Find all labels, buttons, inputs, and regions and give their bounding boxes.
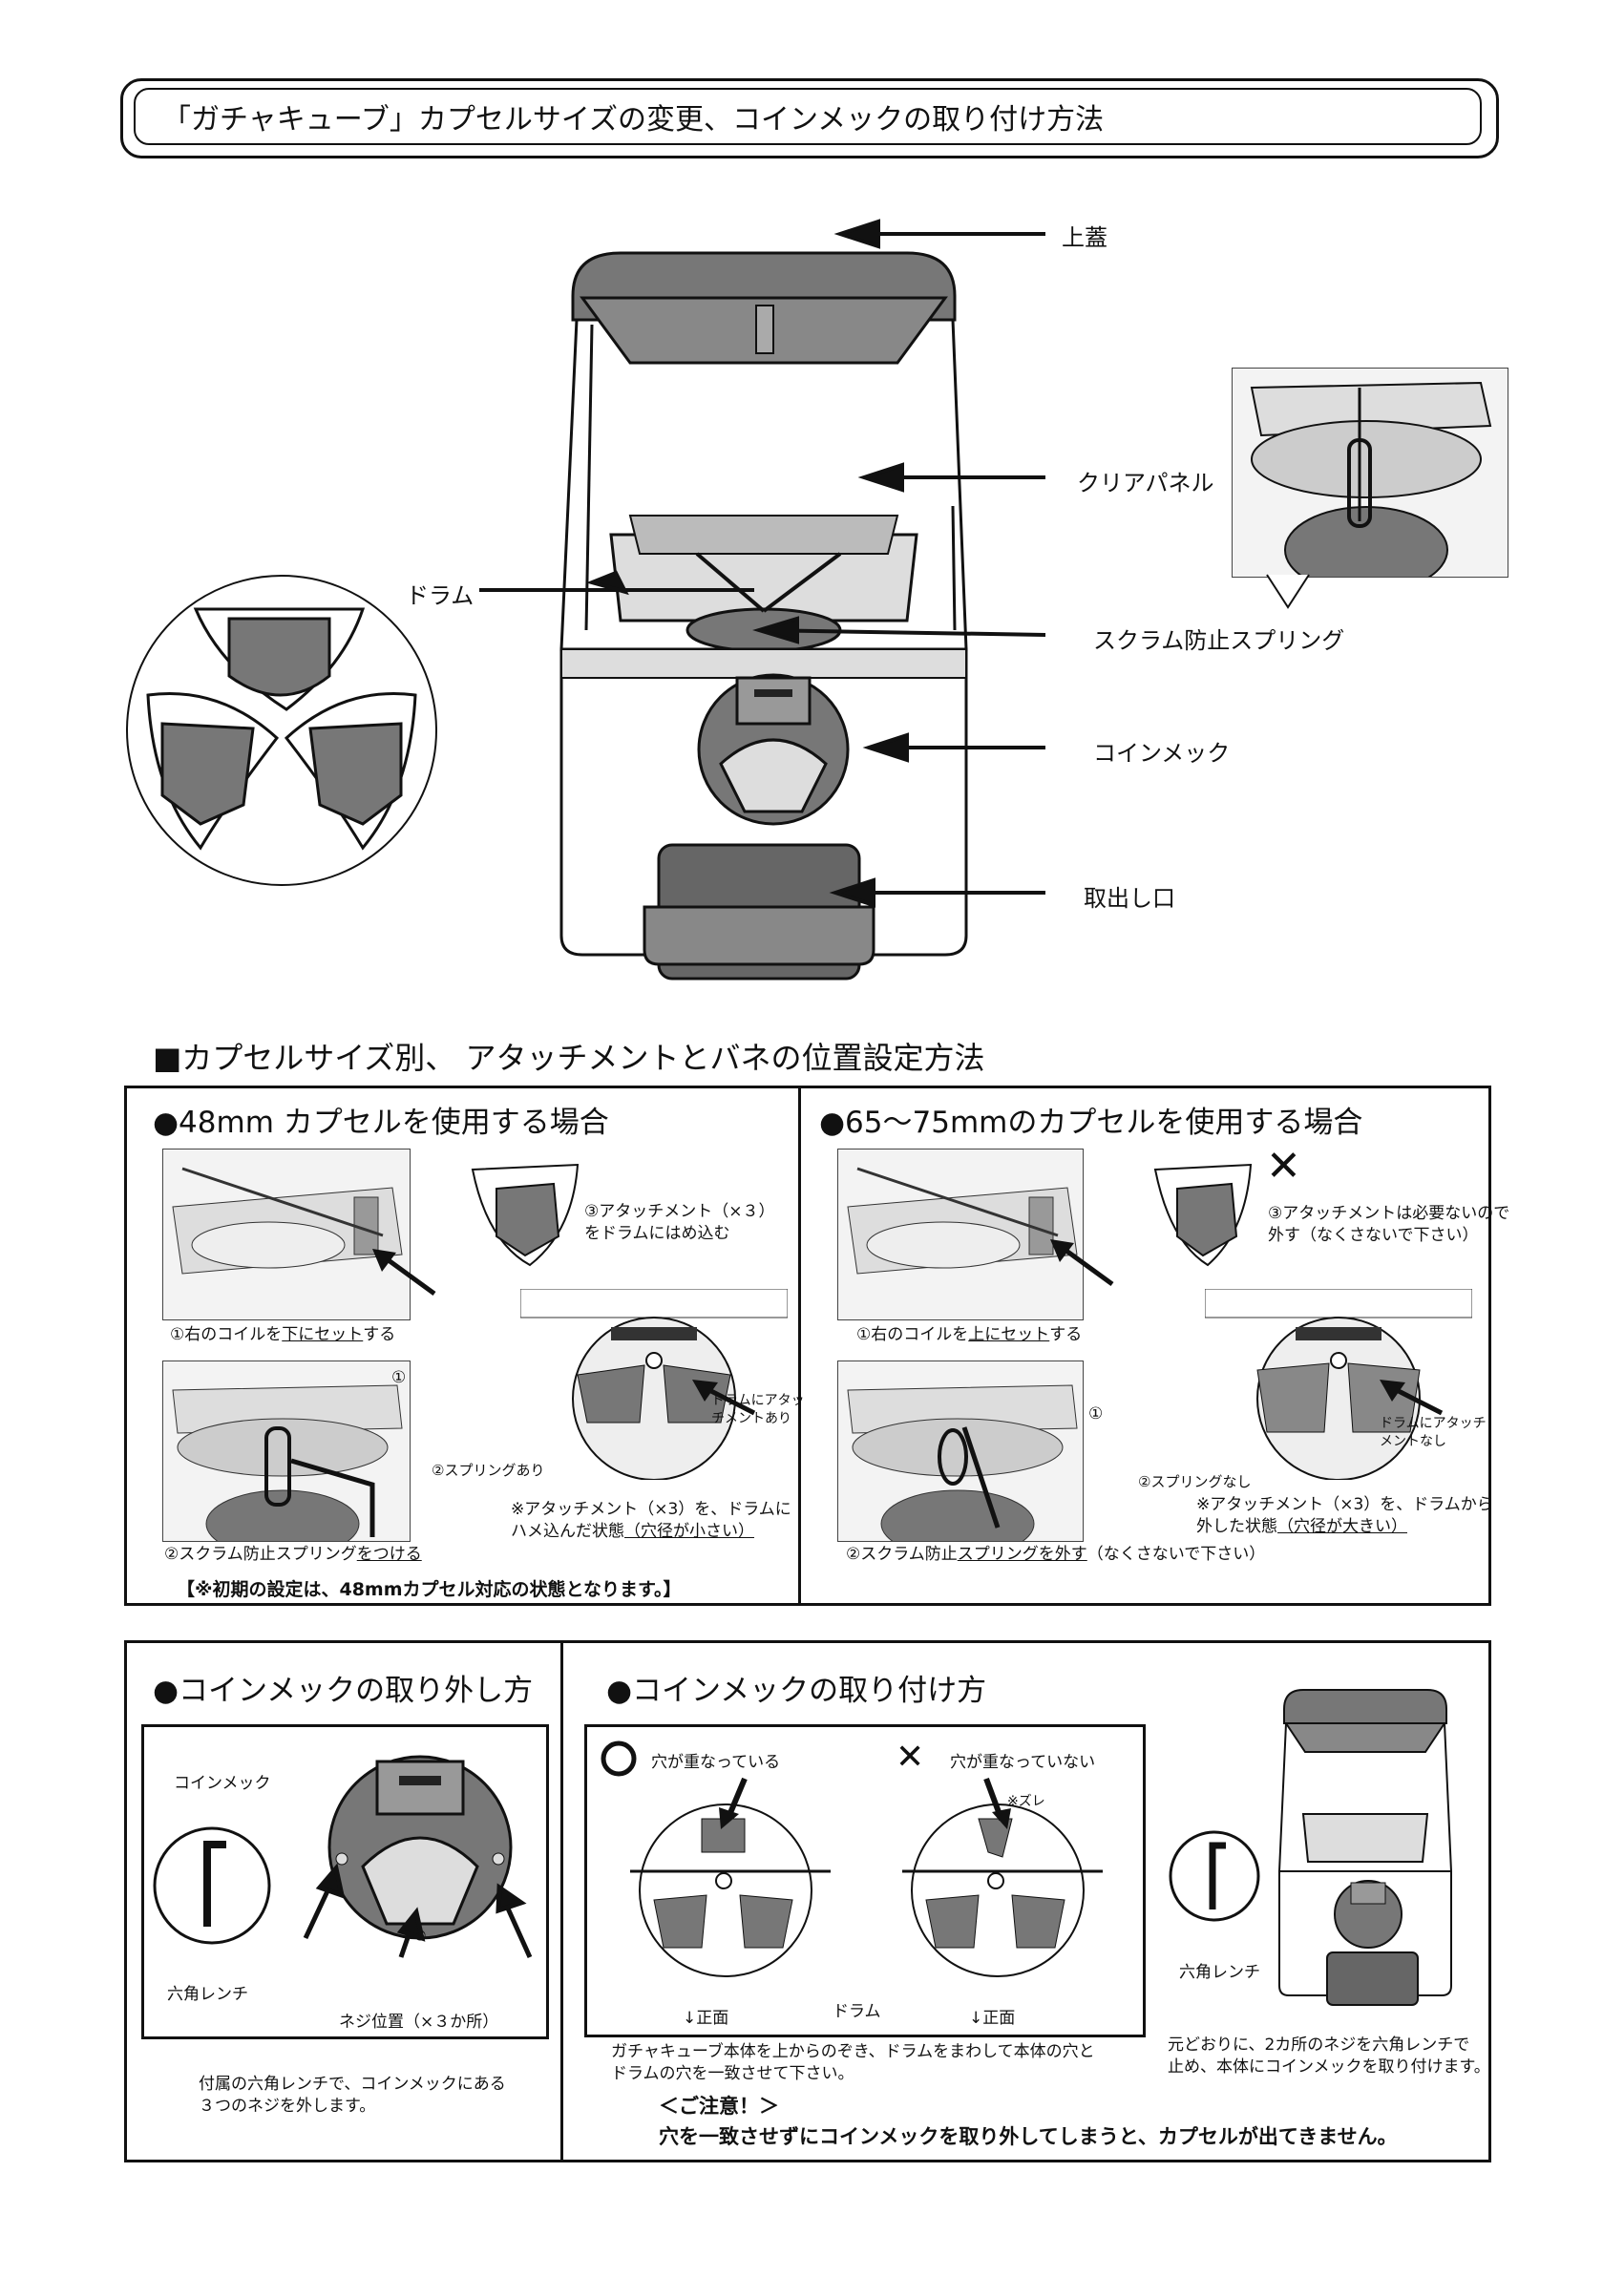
spring-photo-48 <box>162 1360 411 1558</box>
step1-48: ①右のコイルを下にセットする <box>170 1325 396 1344</box>
spring-photo-inset <box>1232 368 1508 594</box>
attach-label-wrench: 六角レンチ <box>1179 1963 1260 1982</box>
zure-label: ※ズレ <box>1007 1794 1045 1809</box>
step2-65: ②スクラム防止スプリングを外す（なくさないで下さい） <box>846 1545 1266 1564</box>
spring-note-48: ②スプリングあり <box>432 1462 545 1479</box>
marker-1-48: ① <box>391 1368 407 1387</box>
label-outlet: 取出し口 <box>1084 885 1175 912</box>
machine-illustration <box>559 251 968 981</box>
screw-arrows <box>303 1863 533 1959</box>
attach-right-description: 元どおりに、2カ所のネジを六角レンチで止め、本体にコインメックを取り付けます。 <box>1168 2035 1490 2077</box>
hex-wrench-icon <box>153 1826 271 1945</box>
front-right-label: ↓正面 <box>969 2009 1016 2028</box>
label-clear-panel: クリアパネル <box>1077 470 1214 496</box>
marker-1-65: ① <box>1088 1404 1104 1424</box>
label-lid: 上蓋 <box>1062 224 1107 251</box>
step3-65: ③アタッチメントは必要ないので外す（なくさないで下さい） <box>1268 1204 1510 1245</box>
arrow-spring-65 <box>961 1426 1001 1529</box>
section-attach-heading: ■カプセルサイズ別、 アタッチメントとバネの位置設定方法 <box>153 1040 985 1076</box>
drum-misaligned-illustration <box>902 1803 1103 1977</box>
remove-label-screws: ネジ位置（×３か所） <box>339 2013 499 2032</box>
panel-48mm-heading: ●48mm カプセルを使用する場合 <box>153 1106 609 1140</box>
remove-label-wrench: 六角レンチ <box>167 1985 248 2004</box>
coinmech-divider <box>560 1640 563 2162</box>
inset-pointer <box>1266 574 1310 609</box>
initial-setting-note: 【※初期の設定は、48mmカプセル対応の状態となります。】 <box>177 1579 682 1600</box>
attach-illustration-box <box>584 1724 1146 2037</box>
step3-48: ③アタッチメント（×３）をドラムにはめ込む <box>584 1202 775 1243</box>
spring-photo-65 <box>837 1360 1084 1558</box>
ng-cross-icon: ✕ <box>896 1738 925 1777</box>
arrow-drum-48 <box>692 1380 756 1416</box>
machine-small-illustration <box>1277 1689 1453 2006</box>
drum-note-65: ドラムにアタッチメントなし <box>1380 1416 1487 1449</box>
note-48: ※アタッチメント（×3）を、ドラムにハメ込んだ状態（穴径が小さい） <box>511 1500 791 1541</box>
coil-photo-48 <box>162 1149 411 1320</box>
step1-65: ①右のコイルを上にセットする <box>856 1325 1083 1344</box>
step2-48: ②スクラム防止スプリングをつける <box>164 1545 422 1564</box>
ok-label: 穴が重なっている <box>651 1753 781 1772</box>
label-coin-mech: コインメック <box>1093 740 1231 767</box>
caution-text: 穴を一致させずにコインメックを取り外してしまうと、カプセルが出てきません。 <box>659 2125 1398 2148</box>
coil-photo-65 <box>837 1149 1084 1320</box>
remove-label-coinmech: コインメック <box>174 1774 271 1793</box>
caution-title: ＜ご注意！＞ <box>659 2095 779 2118</box>
attach-settings-box <box>124 1086 1491 1606</box>
coinmech-box <box>124 1640 1491 2162</box>
drum-attachments-illustration <box>126 575 437 886</box>
ng-mark-attachment: ✕ <box>1266 1142 1301 1191</box>
hex-wrench-icon-right <box>1169 1830 1260 1922</box>
remove-heading: ●コインメックの取り外し方 <box>153 1674 534 1708</box>
spring-note-65: ②スプリングなし <box>1138 1473 1252 1490</box>
arrow-coil-65 <box>1050 1239 1114 1287</box>
drum-aligned-illustration <box>630 1803 831 1977</box>
drum-photo-65 <box>1205 1289 1472 1480</box>
arrow-misaligned <box>983 1777 1011 1829</box>
callout-arrows <box>479 219 1046 908</box>
attach-heading: ●コインメックの取り付け方 <box>606 1674 987 1708</box>
attach-settings-divider <box>798 1086 801 1606</box>
label-drum: ドラム <box>406 582 475 609</box>
arrow-drum-65 <box>1380 1380 1444 1416</box>
title-frame <box>120 78 1499 158</box>
drum-center-label: ドラム <box>833 2002 881 2021</box>
front-left-label: ↓正面 <box>683 2009 729 2028</box>
arrow-spring-48 <box>290 1458 375 1537</box>
label-spring: スクラム防止スプリング <box>1093 627 1345 654</box>
drum-photo-48 <box>520 1289 788 1480</box>
drum-note-48: ドラムにアタッチメントあり <box>711 1393 805 1426</box>
ng-label: 穴が重なっていない <box>950 1753 1096 1772</box>
attachment-icon-48 <box>471 1163 580 1267</box>
page-title: 「ガチャキューブ」カプセルサイズの変更、コインメックの取り付け方法 <box>134 88 1482 145</box>
attach-description: ガチャキューブ本体を上からのぞき、ドラムをまわして本体の穴とドラムの穴を一致させ… <box>611 2042 1095 2083</box>
panel-65-75mm-heading: ●65〜75mmのカプセルを使用する場合 <box>819 1106 1363 1140</box>
attachment-icon-65 <box>1153 1163 1253 1267</box>
arrow-coil-48 <box>372 1249 436 1297</box>
note-65: ※アタッチメント（×3）を、ドラムから外した状態（穴径が大きい） <box>1196 1495 1493 1536</box>
ok-circle-icon <box>601 1740 637 1777</box>
arrow-aligned <box>719 1777 748 1829</box>
coinmech-front-illustration <box>327 1755 513 1941</box>
remove-illustration-box <box>141 1724 549 2039</box>
